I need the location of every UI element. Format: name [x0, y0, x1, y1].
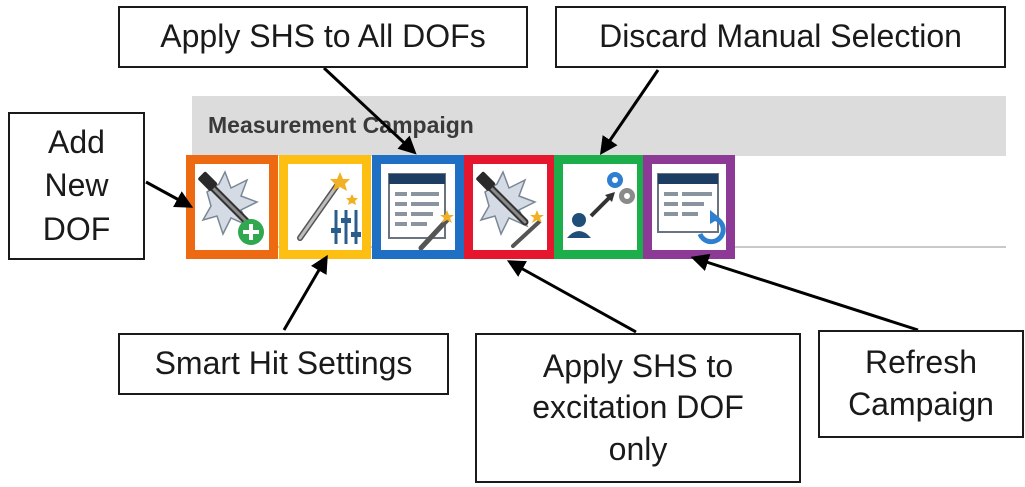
arrow-smart-hit-settings — [282, 254, 328, 331]
callout-add-new-dof-line2: New — [44, 167, 109, 204]
table-wand-icon — [388, 173, 454, 250]
arrow-add-new-dof — [145, 180, 194, 208]
callout-refresh-campaign-line1: Refresh — [864, 344, 978, 381]
arrow-refresh-campaign — [690, 253, 919, 332]
apply-shs-all-dofs-button[interactable] — [372, 155, 464, 259]
hammer-wand-icon — [476, 170, 544, 248]
callout-discard-manual-selection: Discard Manual Selection — [555, 6, 1006, 68]
arrow-discard-manual — [599, 69, 660, 155]
refresh-campaign-button[interactable] — [643, 155, 735, 259]
hammer-plus-icon — [198, 170, 264, 245]
measurement-campaign-header: Measurement Campaign — [192, 96, 1006, 156]
callout-apply-shs-excitation-line1: Apply SHS to — [542, 347, 734, 384]
arrow-apply-shs-excitation — [506, 260, 637, 334]
smart-hit-settings-button[interactable] — [279, 155, 371, 259]
table-refresh-icon — [657, 173, 726, 245]
arrow-apply-shs-all — [322, 66, 417, 155]
callout-add-new-dof: Add New DOF — [8, 112, 145, 260]
callout-apply-shs-excitation-line3: only — [608, 430, 668, 467]
callout-add-new-dof-line1: Add — [48, 124, 105, 161]
callout-refresh-campaign: Refresh Campaign — [818, 330, 1024, 438]
callout-smart-hit-settings: Smart Hit Settings — [118, 333, 449, 395]
callout-refresh-campaign-line2: Campaign — [848, 386, 994, 422]
wand-sliders-icon — [297, 172, 361, 244]
callout-apply-shs-excitation-line2: excitation DOF — [532, 389, 744, 426]
callout-apply-shs-all-dofs: Apply SHS to All DOFs — [118, 6, 528, 68]
callout-add-new-dof-line3: DOF — [42, 210, 111, 247]
panel-title: Measurement Campaign — [208, 112, 474, 138]
discard-manual-selection-button[interactable] — [554, 155, 646, 259]
callout-apply-shs-excitation: Apply SHS to excitation DOF only — [475, 333, 801, 483]
apply-shs-excitation-dof-button[interactable] — [464, 155, 556, 259]
add-new-dof-button[interactable] — [186, 155, 278, 259]
user-gears-icon — [567, 172, 635, 238]
